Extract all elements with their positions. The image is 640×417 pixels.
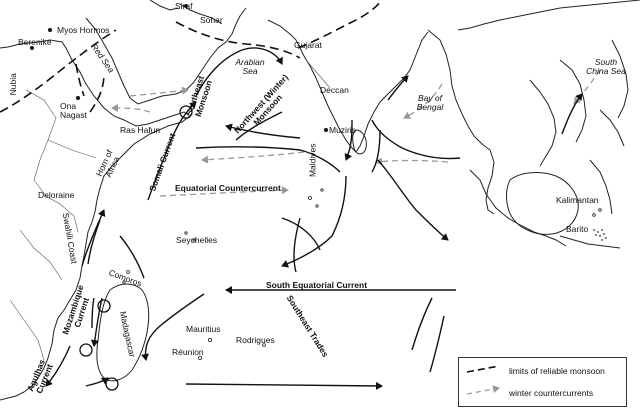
label-ras-hafun: Ras Hafun xyxy=(120,125,161,135)
current-arrows xyxy=(45,47,583,390)
label-gujarat: Gujarat xyxy=(294,40,322,50)
eddy-circles xyxy=(79,105,193,391)
monsoon-limit-lines xyxy=(0,0,383,113)
label-reunion: Réunion xyxy=(172,347,204,357)
label-south-china-sea: South China Sea xyxy=(586,57,626,77)
legend-limits-label: limits of reliable monsoon xyxy=(509,366,605,376)
label-arabian-sea: Arabian Sea xyxy=(235,57,265,77)
label-muziris: Muziris xyxy=(329,125,356,135)
label-siraf: Siraf xyxy=(175,1,193,11)
legend-swatches xyxy=(466,365,500,395)
label-nubia: Nubia xyxy=(7,73,18,96)
coastline-africa xyxy=(0,39,191,401)
label-myos-hormos: Myos Hormos xyxy=(57,25,110,35)
country-borders xyxy=(9,59,331,361)
label-deloraine: Deloraine xyxy=(38,190,75,200)
label-seychelles: Seychelles xyxy=(176,235,218,245)
legend-limits-swatch xyxy=(466,365,500,373)
label-deccan: Deccan xyxy=(320,85,349,95)
barito-dots xyxy=(593,229,607,241)
label-mauritius: Mauritius xyxy=(186,324,221,334)
coastline-india xyxy=(267,19,429,155)
label-berenike: Berenike xyxy=(18,37,52,47)
legend-winter-label: winter countercurrents xyxy=(509,388,594,398)
legend-winter-swatch xyxy=(466,385,500,395)
city-dots xyxy=(30,4,328,132)
label-bay-of-bengal: Bay of Bengal xyxy=(416,93,444,113)
label-sohar: Sohar xyxy=(200,15,223,25)
coastline-islands xyxy=(122,188,602,360)
label-rodrigues: Rodrigues xyxy=(236,335,275,345)
label-ona-nagast: Ona Nagast xyxy=(60,101,87,121)
label-equatorial-countercurrent: Equatorial Countercurrent xyxy=(175,183,281,193)
coastline-southeast-asia xyxy=(427,0,640,249)
label-maldives: Maldives xyxy=(307,143,318,178)
coastline-arabia xyxy=(85,0,247,105)
map-legend: limits of reliable monsoon winter counte… xyxy=(458,357,627,407)
label-barito: Barito xyxy=(566,224,589,234)
label-kalimantan: Kalimantan xyxy=(556,195,599,205)
label-south-equatorial-current: South Equatorial Current xyxy=(266,280,368,290)
winter-countercurrent-arrows xyxy=(111,69,601,197)
